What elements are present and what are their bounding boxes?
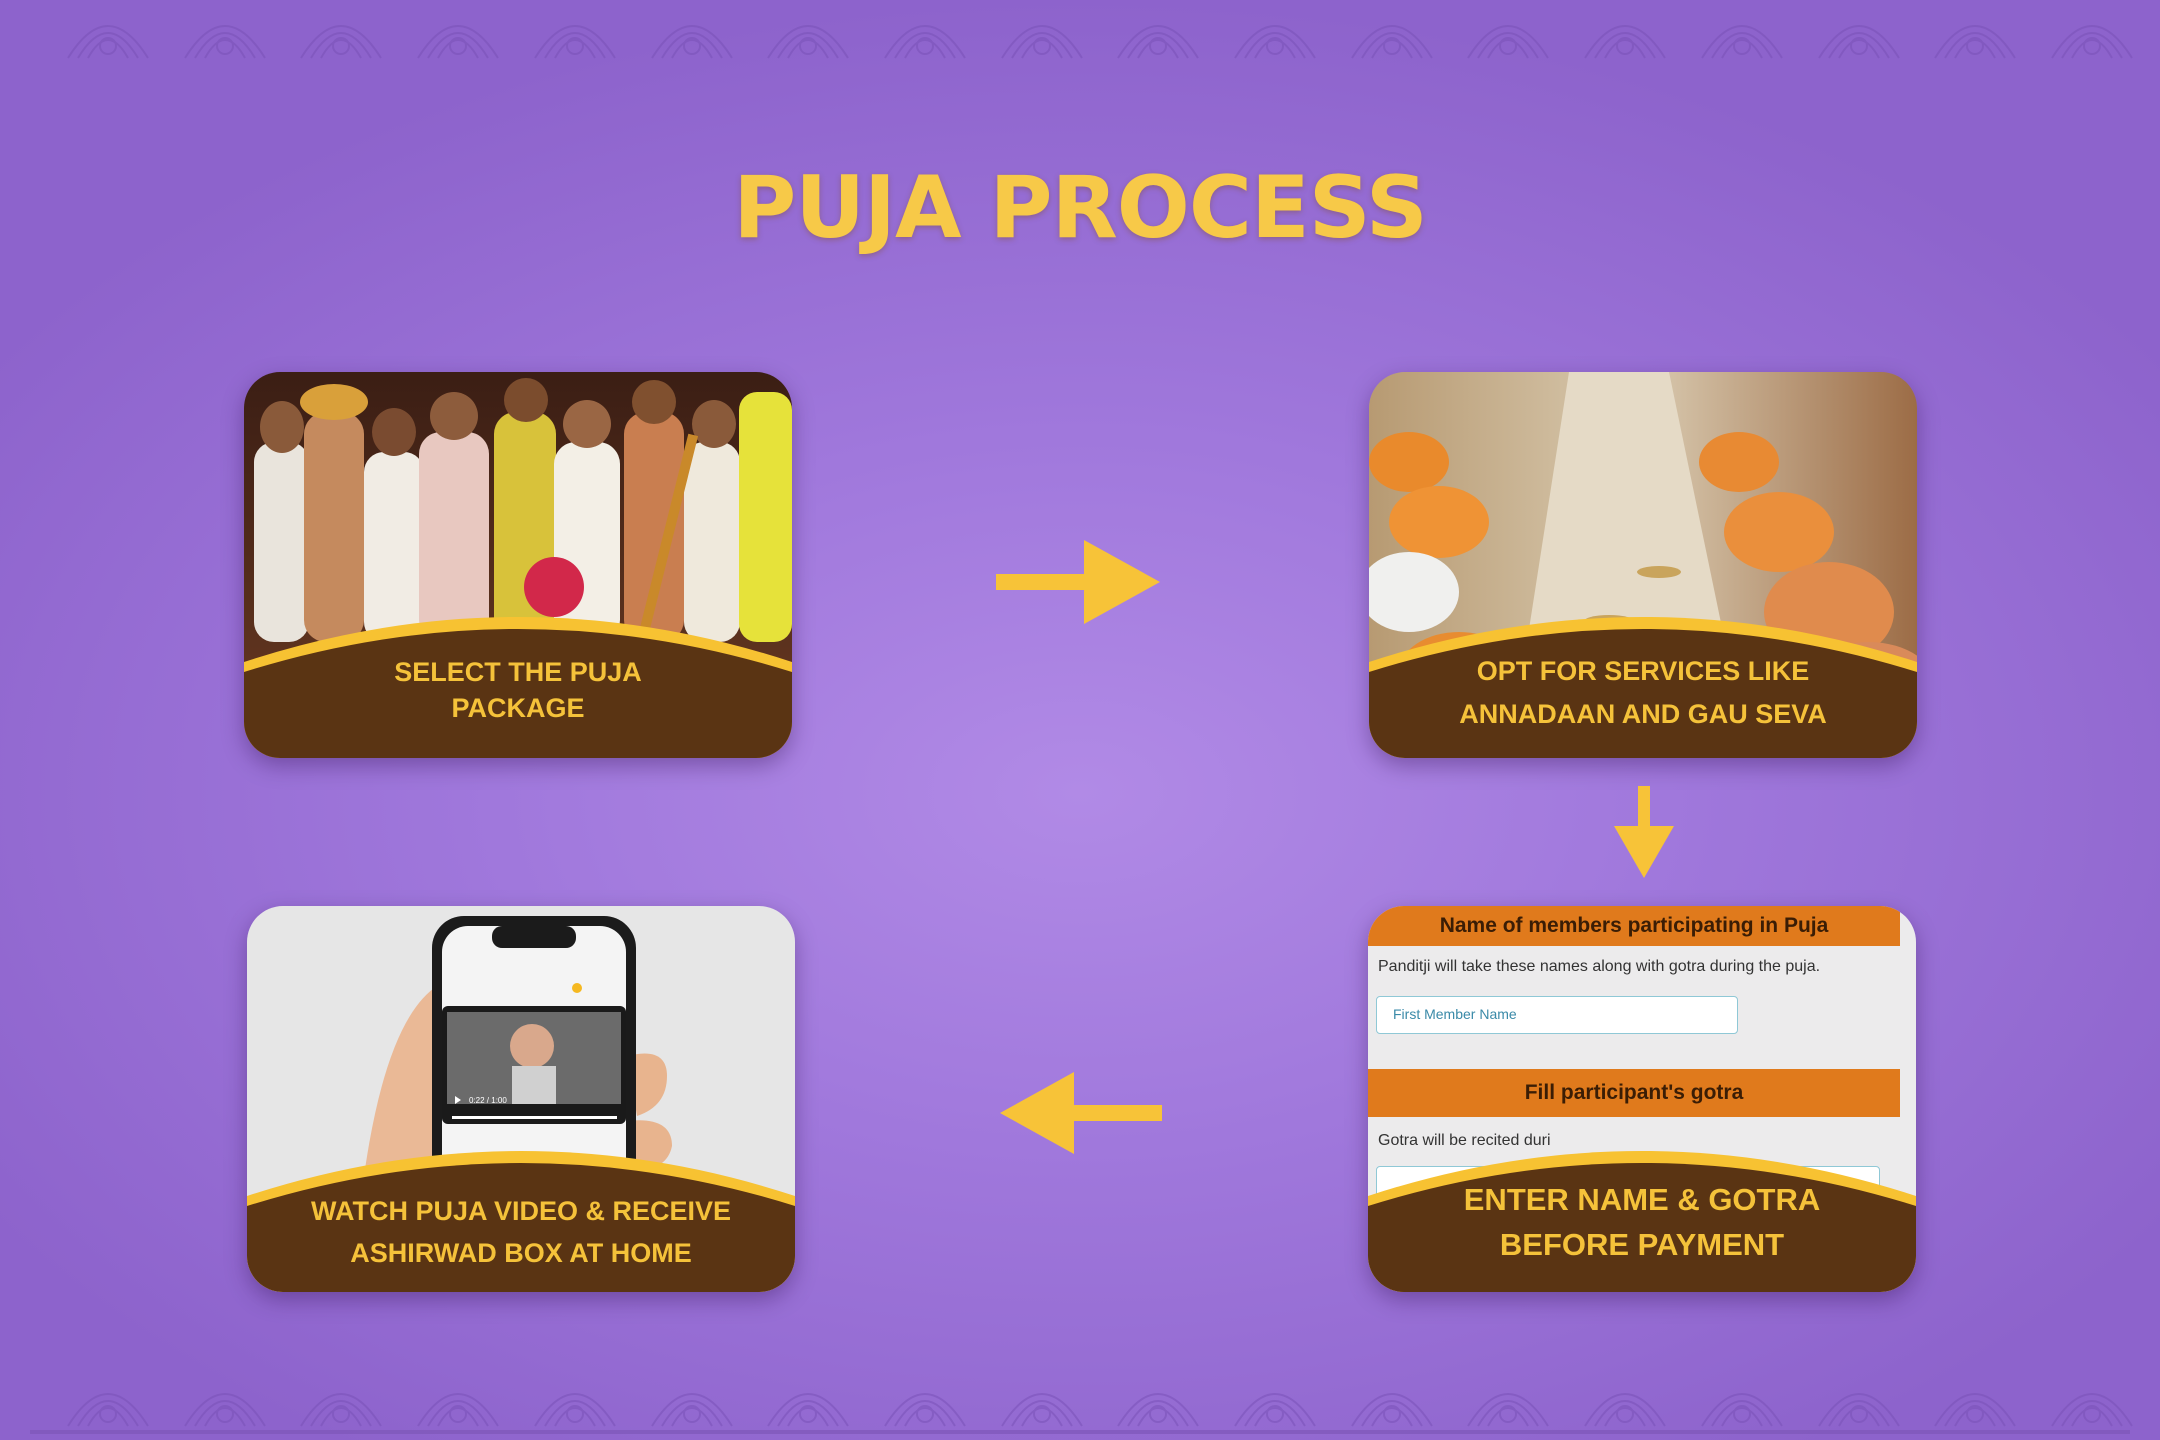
mandala-ornament-icon (1927, 0, 2023, 60)
mandala-ornament-icon (1344, 1368, 1440, 1428)
members-form-header: Name of members participating in Puja (1368, 906, 1900, 946)
mandala-ornament-icon (994, 0, 1090, 60)
mandala-ornament-icon (1460, 1368, 1556, 1428)
mandala-ornament-icon (1927, 1368, 2023, 1428)
step-caption-line-2: ASHIRWAD BOX AT HOME (350, 1237, 692, 1268)
mandala-ornament-icon (1694, 1368, 1790, 1428)
mandala-ornament-icon (60, 0, 156, 60)
mandala-ornament-icon (2044, 0, 2140, 60)
mandala-ornament-icon (410, 1368, 506, 1428)
mandala-ornament-icon (410, 0, 506, 60)
card-wave-decoration (1369, 617, 1917, 758)
mandala-ornament-icon (1460, 0, 1556, 60)
step-caption-line-1: WATCH PUJA VIDEO & RECEIVE (310, 1196, 732, 1226)
mandala-ornament-icon (1811, 1368, 1907, 1428)
step-caption-line-2: ANNADAAN AND GAU SEVA (1459, 699, 1827, 730)
mandala-ornament-icon (527, 0, 623, 60)
mandala-ornament-icon (644, 1368, 740, 1428)
mandala-ornament-icon (1577, 0, 1673, 60)
mandala-ornament-icon (177, 0, 273, 60)
mandala-ornament-icon (877, 1368, 973, 1428)
gotra-form-note: Gotra will be recited duri (1378, 1132, 1551, 1149)
mandala-ornament-icon (293, 0, 389, 60)
gotra-form-header: Fill participant's gotra (1368, 1069, 1900, 1117)
arrow-right-icon (996, 540, 1160, 624)
step-caption-line-1: SELECT THE PUJA (394, 657, 642, 687)
step-caption: SELECT THE PUJA PACKAGE (244, 654, 792, 727)
card-wave-decoration (247, 1151, 795, 1292)
bottom-ornament-border (60, 1368, 2140, 1428)
mandala-ornament-icon (994, 1368, 1090, 1428)
top-ornament-border (60, 0, 2140, 60)
members-form-note: Panditji will take these names along wit… (1378, 958, 1821, 975)
step-card-watch-video[interactable]: 0:22 / 1:00 WATCH PUJA VIDEO & RECEIVE A… (247, 906, 795, 1292)
mandala-ornament-icon (644, 0, 740, 60)
mandala-ornament-icon (293, 1368, 389, 1428)
mandala-ornament-icon (760, 1368, 856, 1428)
mandala-ornament-icon (1110, 1368, 1206, 1428)
mandala-ornament-icon (1227, 1368, 1323, 1428)
video-time-display: 0:22 / 1:00 (469, 1096, 507, 1105)
arrow-left-icon (1000, 1072, 1162, 1154)
mandala-ornament-icon (1811, 0, 1907, 60)
priests-performing-puja-photo (244, 372, 792, 758)
mandala-ornament-icon (1227, 0, 1323, 60)
bottom-divider-line (30, 1430, 2130, 1434)
mandala-ornament-icon (527, 1368, 623, 1428)
step-caption-line-2: PACKAGE (451, 693, 585, 724)
mandala-ornament-icon (1344, 0, 1440, 60)
step-caption: WATCH PUJA VIDEO & RECEIVE ASHIRWAD BOX … (247, 1191, 795, 1275)
mandala-ornament-icon (2044, 1368, 2140, 1428)
mandala-ornament-icon (877, 0, 973, 60)
mandala-ornament-icon (60, 1368, 156, 1428)
step-caption: OPT FOR SERVICES LIKE ANNADAAN AND GAU S… (1369, 650, 1917, 736)
card-wave-decoration (244, 617, 792, 758)
step-card-opt-services[interactable]: OPT FOR SERVICES LIKE ANNADAAN AND GAU S… (1369, 372, 1917, 758)
step-card-enter-name-gotra[interactable]: Name of members participating in Puja Pa… (1368, 906, 1916, 1292)
step-caption: ENTER NAME & GOTRA BEFORE PAYMENT (1368, 1178, 1916, 1268)
page-title: PUJA PROCESS (733, 158, 1428, 258)
mandala-ornament-icon (1110, 0, 1206, 60)
step-caption-line-1: ENTER NAME & GOTRA (1463, 1182, 1821, 1217)
mandala-ornament-icon (1694, 0, 1790, 60)
mandala-ornament-icon (1577, 1368, 1673, 1428)
step-caption-line-1: OPT FOR SERVICES LIKE (1476, 656, 1810, 686)
first-member-name-input: First Member Name (1376, 996, 1738, 1034)
step-card-select-package[interactable]: SELECT THE PUJA PACKAGE (244, 372, 792, 758)
card-wave-decoration (1368, 1151, 1916, 1292)
mandala-ornament-icon (760, 0, 856, 60)
step-caption-line-2: BEFORE PAYMENT (1499, 1226, 1785, 1262)
mandala-ornament-icon (177, 1368, 273, 1428)
arrow-down-icon (1614, 786, 1674, 878)
